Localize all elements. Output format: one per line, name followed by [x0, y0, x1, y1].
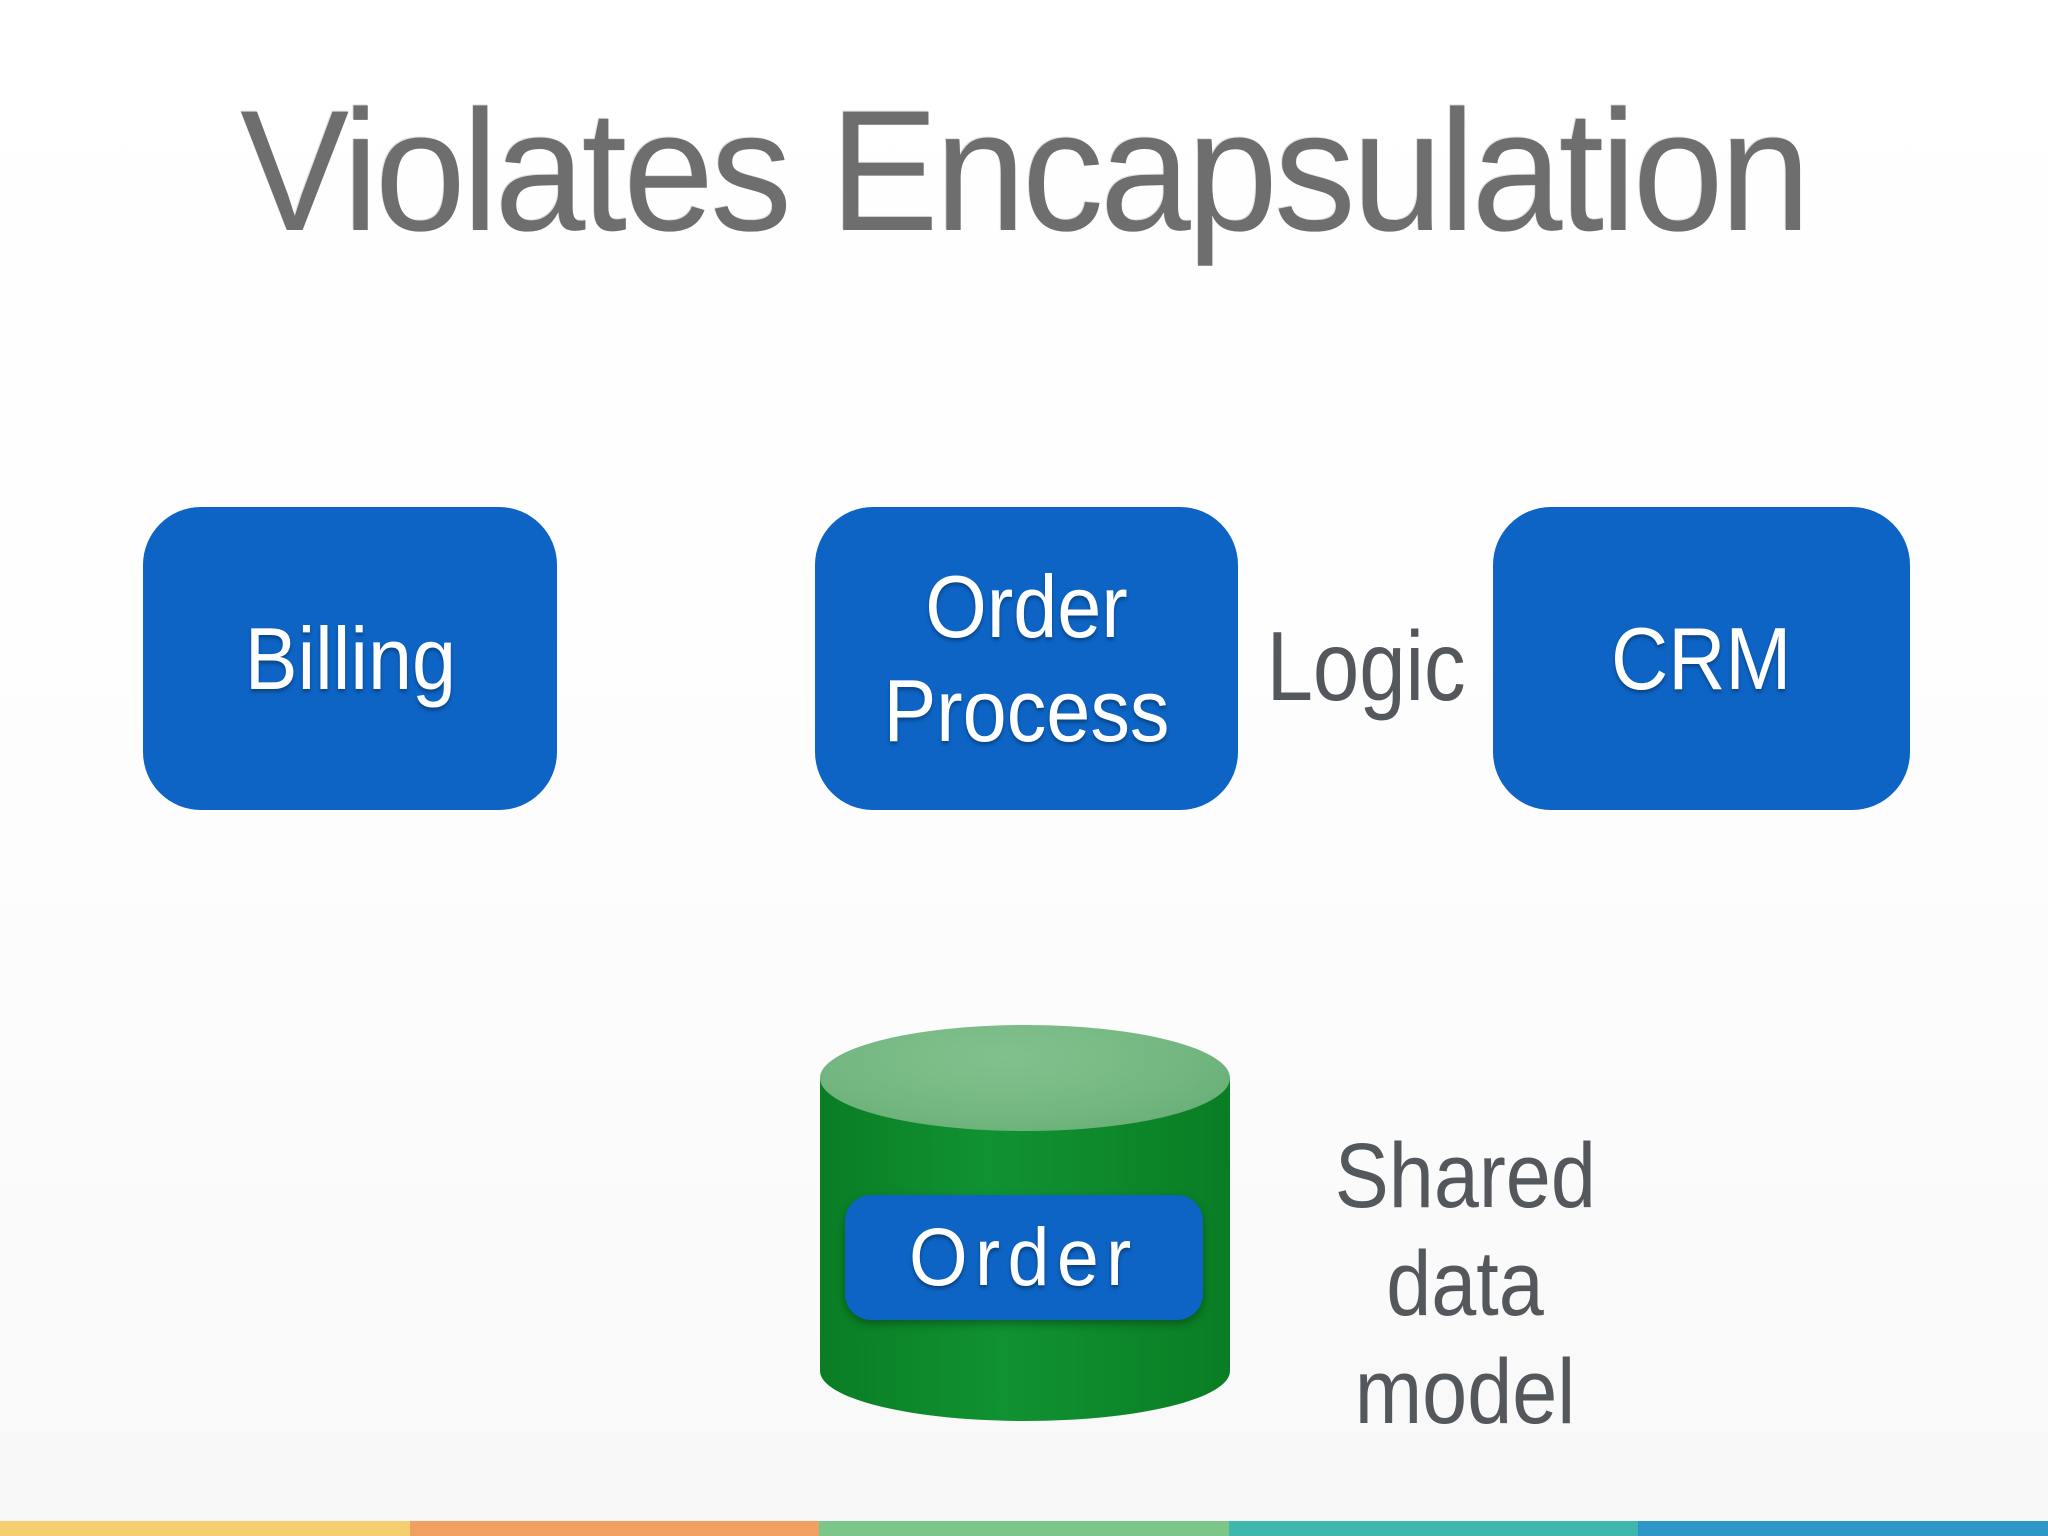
footer-stripe-segment-green: [819, 1521, 1229, 1536]
order-process-label: Order Process: [883, 556, 1170, 760]
billing-label: Billing: [244, 608, 456, 708]
crm-label: CRM: [1611, 608, 1792, 708]
caption-line-2-text: data model: [1354, 1233, 1576, 1443]
footer-stripe-segment-orange: [409, 1521, 820, 1536]
database-cylinder: Order: [820, 1025, 1230, 1421]
caption-line-2: data model: [1240, 1230, 1690, 1446]
footer-stripe-segment-yellow: [0, 1521, 410, 1536]
slide-title: Violates Encapsulation: [0, 68, 2048, 274]
footer-color-stripe: [0, 1521, 2048, 1536]
logic-label: Logic: [1238, 617, 1495, 715]
crm-box: CRM: [1493, 507, 1910, 810]
logic-label-text: Logic: [1266, 611, 1467, 721]
footer-stripe-segment-teal: [1228, 1521, 1639, 1536]
billing-box: Billing: [143, 507, 557, 810]
database-cylinder-top: [820, 1025, 1230, 1131]
database-cylinder-bottom: [820, 1321, 1230, 1421]
order-table-box: Order: [845, 1195, 1203, 1320]
slide-title-text: Violates Encapsulation: [240, 75, 1811, 267]
caption-line-1-text: Shared: [1334, 1125, 1596, 1227]
footer-stripe-segment-blue: [1638, 1521, 2048, 1536]
order-table-label: Order: [909, 1211, 1139, 1303]
order-process-box: Order Process: [815, 507, 1238, 810]
shared-data-model-caption: Shared data model: [1240, 1122, 1690, 1446]
caption-line-1: Shared: [1240, 1122, 1690, 1230]
